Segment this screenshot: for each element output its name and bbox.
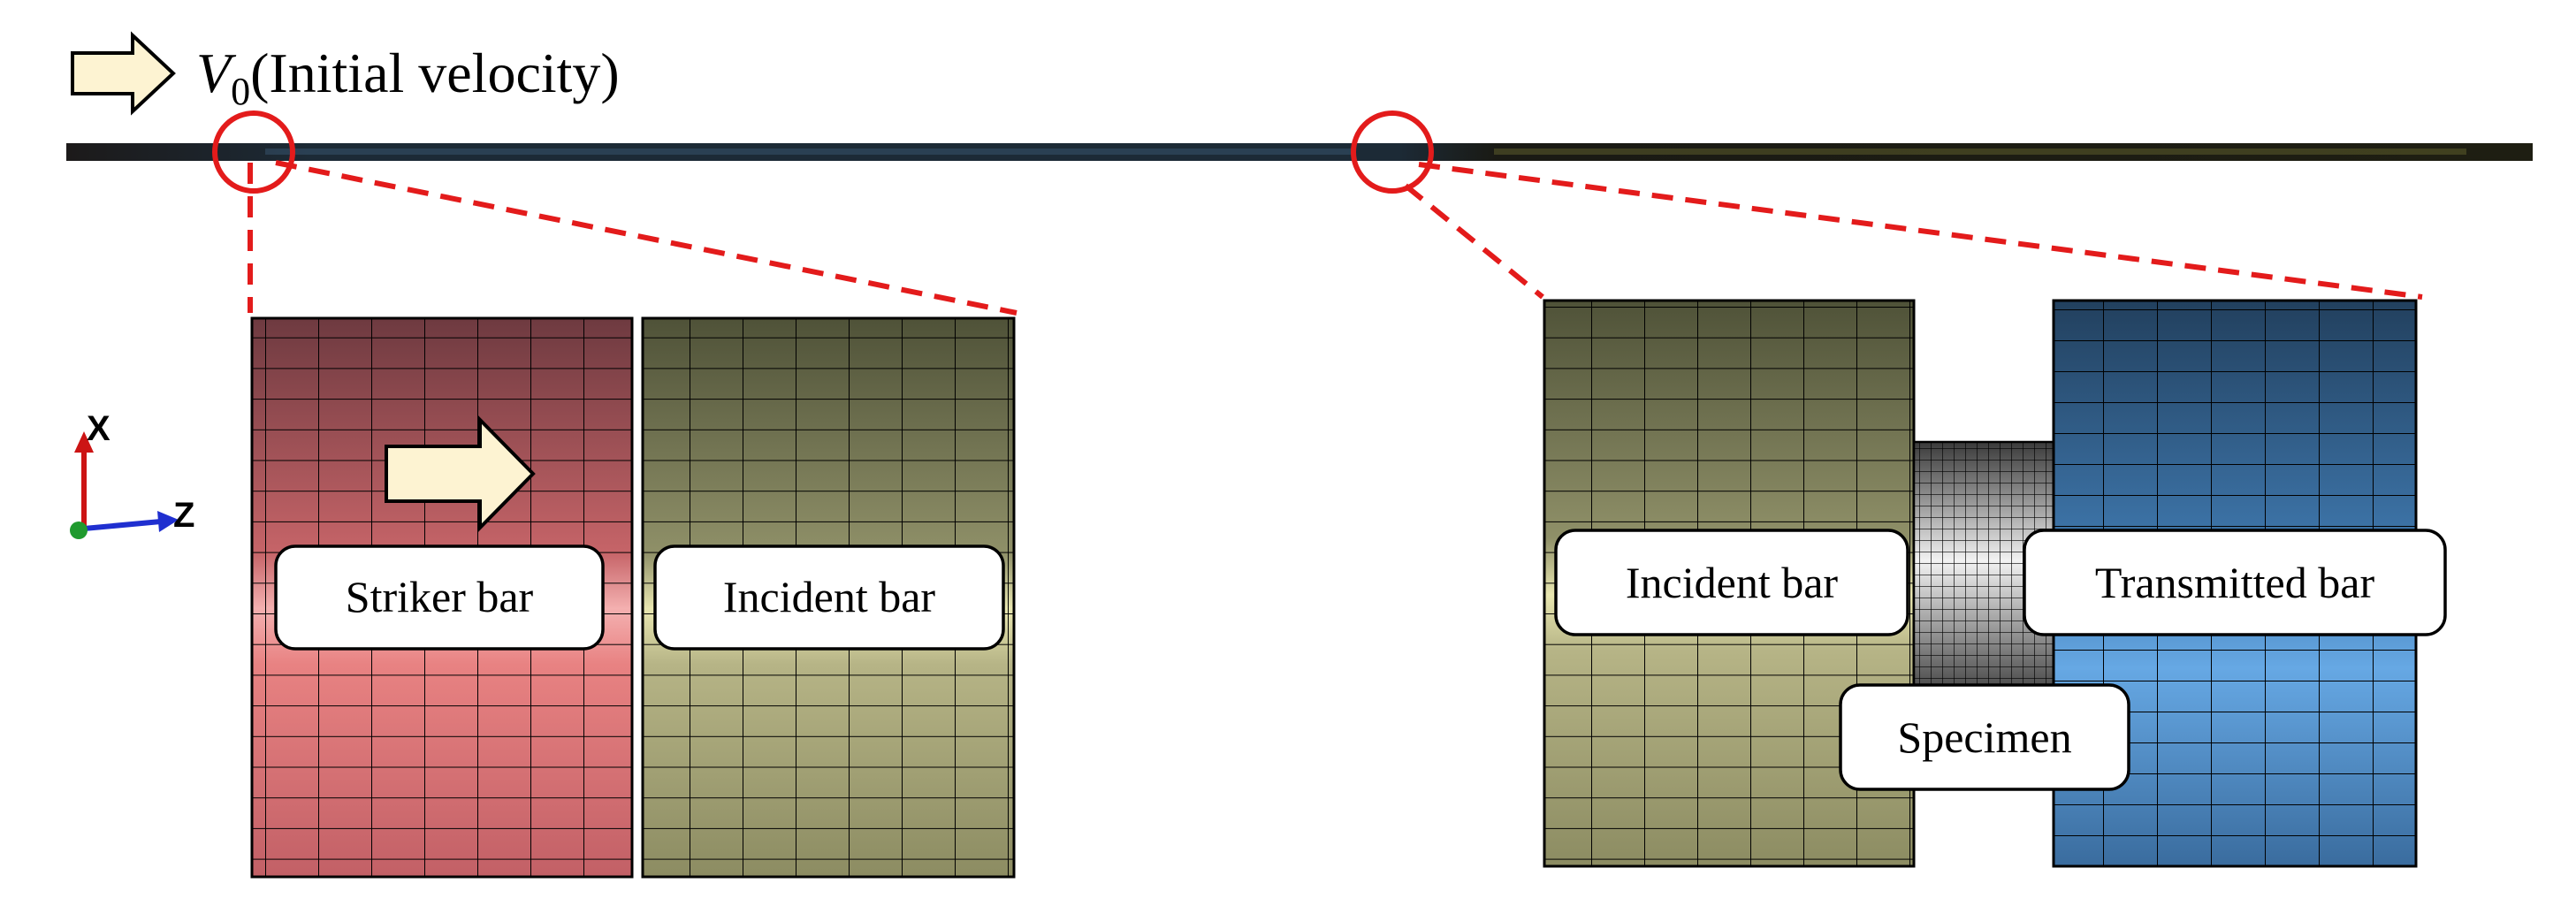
z-axis-arrowhead: [157, 511, 179, 532]
incident-bar-highlight: [265, 148, 1353, 155]
transmitted-bar-label-box: [2023, 529, 2447, 636]
velocity-title-text: V0(Initial velocity): [196, 42, 620, 113]
motion-arrow-icon: [385, 415, 536, 532]
velocity-title: V0(Initial velocity): [71, 31, 620, 116]
specimen-callout-circle: [1351, 110, 1434, 194]
z-axis-label: Z: [173, 496, 194, 535]
velocity-symbol: V: [196, 42, 237, 104]
incident-bar-label-left: Incident bar: [723, 572, 936, 621]
incident-bar-label-box-right: [1554, 529, 1909, 636]
left-callout-connector-b: [275, 160, 1017, 316]
striker-incident-callout-circle: [212, 110, 295, 194]
transmitted-bar-label: Transmitted bar: [2095, 558, 2375, 607]
axis-triad-icon: X Z: [70, 409, 194, 539]
striker-bar-label: Striker bar: [346, 572, 534, 621]
x-axis-label: X: [87, 409, 111, 448]
full-bar: [66, 143, 2533, 161]
right-zoom-panel: Incident bar Transmitted bar Specimen: [1543, 299, 2447, 868]
z-axis-line: [83, 519, 162, 531]
velocity-description: (Initial velocity): [250, 42, 620, 104]
right-callout-connector-a: [1404, 183, 1544, 300]
left-zoom-panel: Striker bar Incident bar: [250, 316, 1016, 879]
x-axis-arrowhead: [74, 431, 94, 453]
incident-bar-label-right: Incident bar: [1626, 558, 1839, 607]
specimen-label-box: [1839, 683, 2130, 791]
velocity-arrow-icon: [71, 31, 176, 116]
transmitted-bar-highlight: [1494, 148, 2466, 155]
right-callout-connector-b: [1418, 162, 2423, 300]
velocity-subscript: 0: [231, 70, 250, 113]
incident-bar-label-box-left: [653, 544, 1005, 651]
callout-connectors: [248, 160, 2423, 316]
origin-marker: [70, 522, 88, 539]
specimen-label: Specimen: [1897, 712, 2071, 762]
striker-bar-label-box: [274, 544, 605, 651]
full-bar-assembly: [66, 143, 2533, 161]
